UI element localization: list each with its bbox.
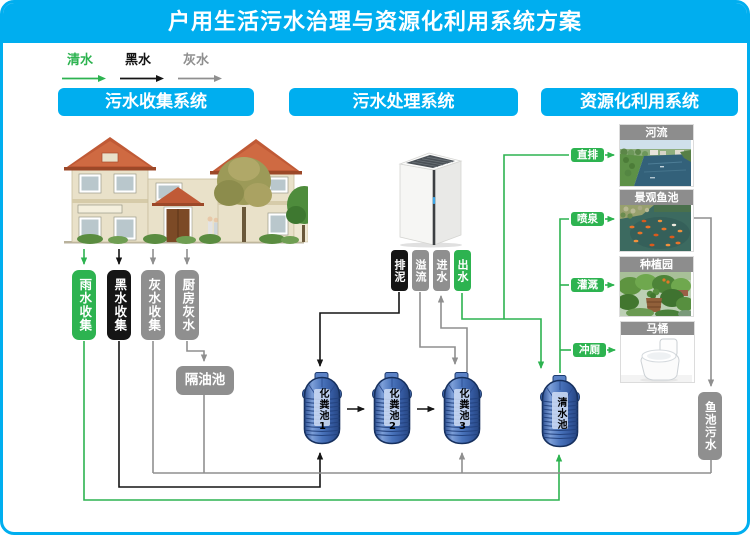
section-header-reuse: 资源化利用系统	[541, 88, 738, 116]
landscape-fish-pond-block: 景观鱼池	[619, 189, 694, 252]
grease-trap-label: 隔油池	[176, 366, 234, 395]
outlet-port-label: 出水	[454, 250, 471, 291]
toilet-block: 马桶	[620, 321, 695, 383]
legend-label-gray: 灰水	[183, 53, 210, 68]
treatment-equipment-illustration	[398, 152, 463, 248]
fish-pond-photo	[620, 205, 691, 251]
section-header-treatment: 污水处理系统	[289, 88, 518, 116]
clean-water-arrow-icon	[62, 75, 106, 82]
graywater-collection-label: 灰水收集	[141, 270, 165, 340]
blackwater-collection-label: 黑水收集	[107, 270, 131, 340]
clear-water-tank: 清水池	[538, 375, 582, 448]
rainwater-collection-label: 雨水收集	[72, 270, 96, 340]
legend-item-black-water: 黑水	[119, 53, 167, 87]
fountain-label: 喷泉	[571, 212, 604, 226]
septic-tank-2: 化粪池2	[370, 372, 414, 445]
toilet-photo	[621, 335, 692, 382]
river-photo	[620, 140, 691, 186]
legend-item-gray-water: 灰水	[177, 53, 225, 87]
legend-item-clean-water: 清水	[61, 53, 109, 87]
toilet-header: 马桶	[621, 322, 694, 335]
plantation-block: 种植园	[619, 256, 694, 317]
toilet-flushing-label: 冲厕	[573, 343, 606, 357]
kitchen-graywater-label: 厨房灰水	[175, 270, 199, 340]
gray-water-arrow-icon	[178, 75, 222, 82]
river-header: 河流	[620, 125, 693, 140]
septic-tank-1: 化粪池1	[300, 372, 344, 445]
house-illustration	[64, 137, 308, 244]
black-water-arrow-icon	[120, 75, 164, 82]
river-block: 河流	[619, 124, 694, 187]
landscape-fish-pond-header: 景观鱼池	[620, 190, 693, 205]
page-title: 户用生活污水治理与资源化利用系统方案	[3, 3, 747, 43]
legend: 清水 黑水 灰水	[61, 53, 225, 87]
direct-discharge-label: 直排	[571, 148, 604, 162]
septic-tank-3: 化粪池3	[440, 372, 484, 445]
irrigation-label: 灌溉	[571, 278, 604, 292]
inlet-port-label: 进水	[433, 250, 450, 291]
plantation-header: 种植园	[620, 257, 693, 272]
plantation-photo	[620, 272, 691, 316]
overflow-port-label: 溢流	[412, 250, 429, 291]
sludge-discharge-port-label: 排泥	[391, 250, 408, 291]
legend-label-clean: 清水	[67, 53, 94, 68]
legend-label-black: 黑水	[125, 53, 152, 68]
fish-pond-sewage-label: 鱼池污水	[698, 392, 722, 460]
section-header-collection: 污水收集系统	[58, 88, 254, 116]
